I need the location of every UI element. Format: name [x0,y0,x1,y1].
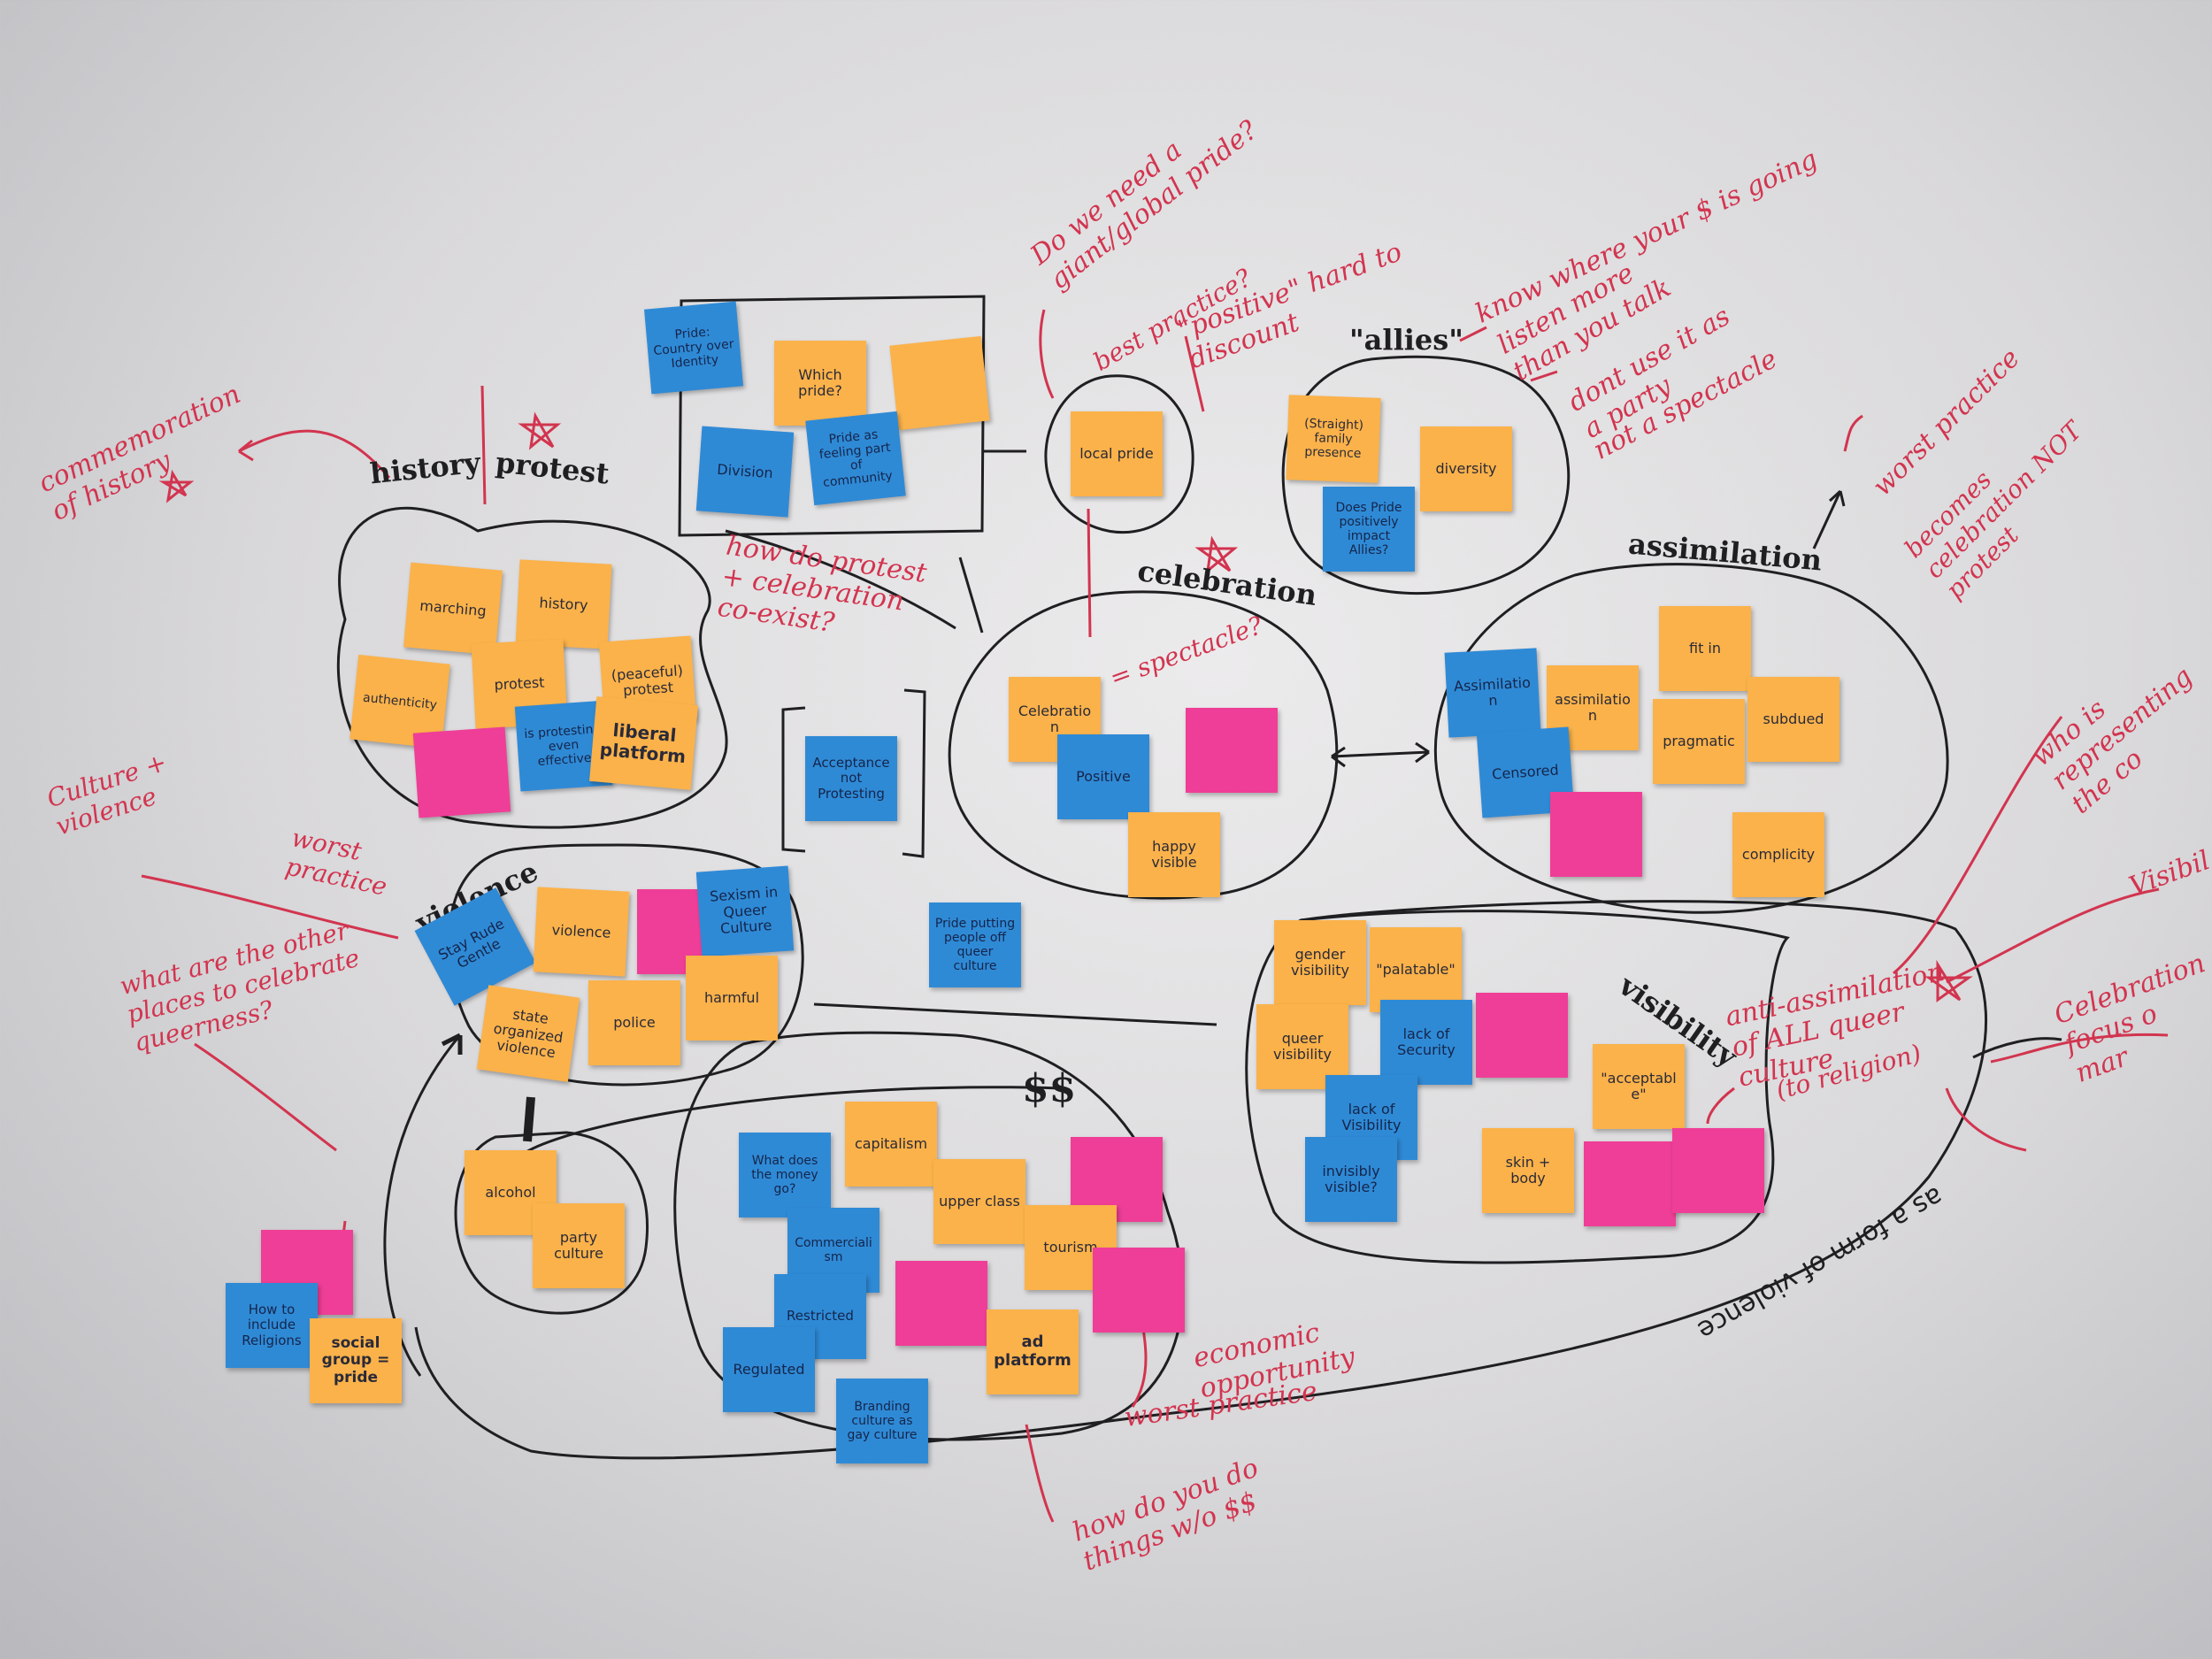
sticky-note: Assimilation [1445,648,1541,737]
sticky-note [413,726,511,818]
sticky-note: How to include Religions [226,1283,318,1368]
sticky-note: liberal platform [589,696,698,790]
sticky-note: ad platform [987,1310,1079,1394]
sticky-note: subdued [1747,677,1839,762]
sticky-note: Which pride? [774,341,866,426]
bracket-right [902,690,925,856]
sticky-note: "acceptable" [1593,1044,1685,1129]
sticky-note: (Straight) family presence [1286,395,1380,483]
sticky-note: Pride as feeling part of community [805,411,905,505]
sticky-note: complicity [1732,812,1824,897]
star-history [522,416,557,447]
sticky-note [1476,993,1568,1078]
label-allies: "allies" [1349,323,1463,357]
sticky-note: pragmatic [1653,699,1745,784]
sticky-note: Division [696,426,794,517]
sticky-note: diversity [1420,426,1512,511]
sticky-note: Pride: Country over Identity [644,302,743,395]
sticky-note [889,336,989,430]
sticky-note: gender visibility [1274,920,1366,1005]
sticky-note: state organized violence [477,985,580,1082]
sticky-note: skin + body [1482,1128,1574,1213]
sticky-note: Does Pride positively impact Allies? [1323,487,1415,572]
sticky-note: party culture [533,1203,625,1288]
sticky-note [1550,792,1642,877]
sticky-note: lack of Security [1380,1000,1472,1085]
bracket-left [783,708,805,851]
sticky-note: local pride [1071,411,1163,496]
sticky-note: history [516,559,612,649]
sticky-note: invisibly visible? [1305,1137,1397,1222]
sticky-note: What does the money go? [739,1133,831,1217]
sticky-note: happy visible [1128,812,1220,897]
sticky-note: Pride putting people off queer culture [929,902,1021,987]
sticky-note: fit in [1659,606,1751,691]
assimilation-arrow [1814,491,1840,549]
arrow-celebration-assimilation [1332,752,1429,757]
label-money: $$ [1022,1066,1076,1111]
sticky-note: Acceptance not Protesting [805,736,897,821]
sticky-note [895,1261,987,1346]
sticky-note: upper class [933,1159,1025,1244]
sticky-note: Branding culture as gay culture [836,1379,928,1463]
sticky-note: capitalism [845,1102,937,1187]
history-stroke [482,386,485,504]
sticky-note: Sexism in Queer Culture [696,865,794,956]
sticky-note [1584,1141,1676,1226]
sticky-note [1186,708,1278,793]
sticky-note [1093,1248,1185,1333]
sticky-note: Regulated [723,1327,815,1412]
sticky-note: Positive [1057,734,1149,819]
sticky-note: harmful [686,956,778,1041]
sticky-note: social group = pride [310,1318,402,1403]
sticky-note: marching [403,563,503,656]
sticky-note: violence [534,887,630,976]
sticky-note: police [588,980,680,1065]
star-commemoration [164,473,190,500]
sticky-note [1672,1128,1764,1213]
